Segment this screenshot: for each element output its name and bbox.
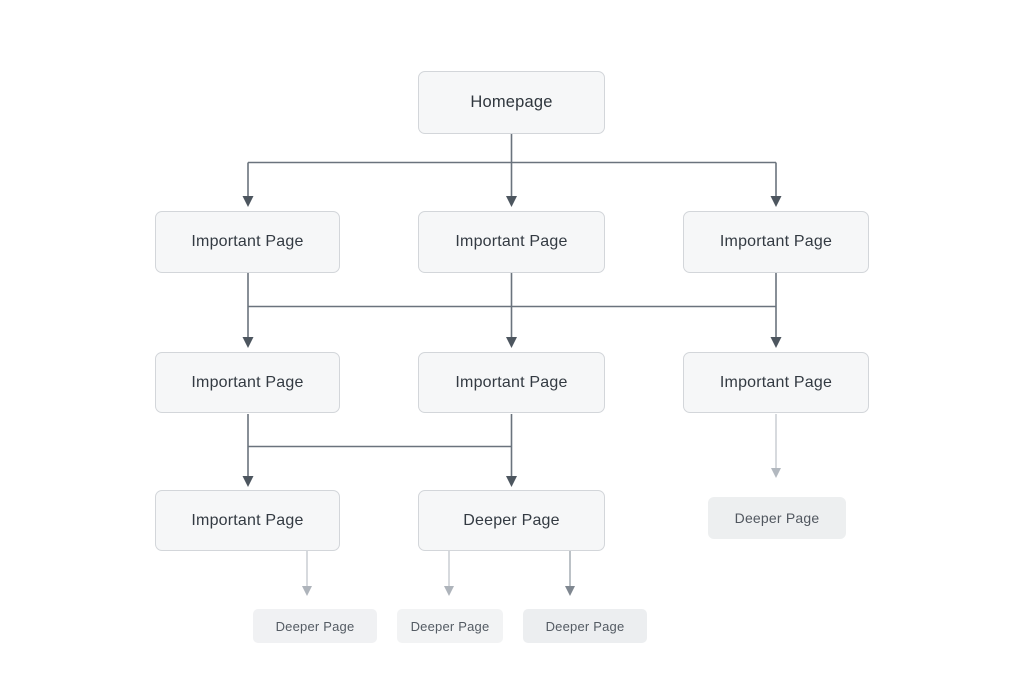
node-important-page-l4-left: Important Page [155,490,340,551]
connector-level4-to-deeper-chips [302,551,575,596]
node-important-page-l3-left: Important Page [155,352,340,413]
arrowheads-level4 [242,476,517,487]
node-important-page-l3-right: Important Page [683,352,869,413]
connector-level3-to-level4 [247,414,513,476]
arrowheads-level3 [242,337,782,348]
node-deeper-page-l4-center: Deeper Page [418,490,605,551]
node-deeper-page-l5-left: Deeper Page [253,609,377,643]
connector-level2-to-level3 [247,273,777,337]
node-important-page-l2-center: Important Page [418,211,605,273]
node-important-page-l2-right: Important Page [683,211,869,273]
connector-level3-right-to-deeper [771,414,781,478]
node-important-page-l3-center: Important Page [418,352,605,413]
node-homepage: Homepage [418,71,605,134]
node-deeper-page-l5-center: Deeper Page [397,609,503,643]
arrowheads-level2 [242,196,782,207]
node-deeper-page-l4-right: Deeper Page [708,497,846,539]
node-deeper-page-l5-right: Deeper Page [523,609,647,643]
connector-homepage-to-level2 [247,134,777,197]
node-important-page-l2-left: Important Page [155,211,340,273]
